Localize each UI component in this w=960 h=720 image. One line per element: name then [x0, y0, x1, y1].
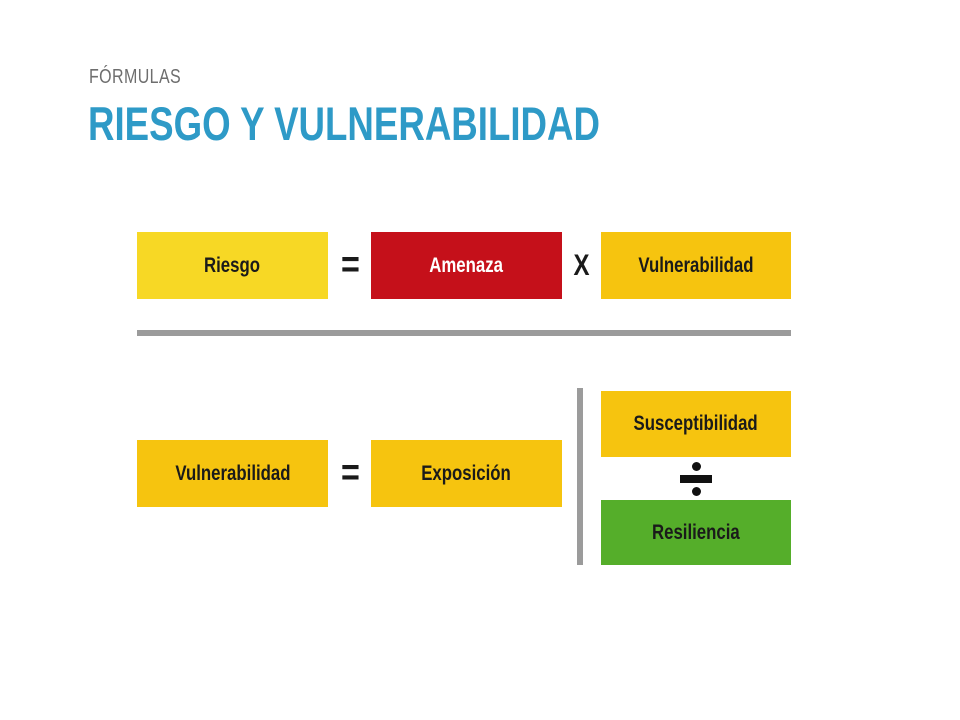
box-exposicion[interactable]: Exposición	[371, 440, 562, 507]
division-dot-bottom	[691, 486, 701, 496]
box-amenaza[interactable]: Amenaza	[371, 232, 562, 299]
multiplication-operator: X	[573, 248, 590, 282]
equals-operator-2: =	[341, 452, 360, 494]
horizontal-divider	[137, 330, 791, 336]
box-vulnerabilidad-result[interactable]: Vulnerabilidad	[137, 440, 328, 507]
box-amenaza-label: Amenaza	[429, 253, 504, 277]
box-vulnerabilidad-term[interactable]: Vulnerabilidad	[601, 232, 791, 299]
page-title: RIESGO Y VULNERABILIDAD	[88, 97, 600, 150]
division-bar	[680, 474, 712, 483]
box-resiliencia[interactable]: Resiliencia	[601, 500, 791, 565]
equals-operator-1: =	[341, 244, 360, 286]
vertical-divider	[577, 388, 583, 565]
box-riesgo[interactable]: Riesgo	[137, 232, 328, 299]
box-resiliencia-label: Resiliencia	[652, 520, 740, 544]
slide-eyebrow: FÓRMULAS	[89, 66, 182, 88]
division-dot-top	[691, 461, 701, 471]
box-vulnerabilidad-result-label: Vulnerabilidad	[174, 461, 291, 485]
box-vulnerabilidad-term-label: Vulnerabilidad	[638, 253, 754, 277]
box-susceptibilidad[interactable]: Susceptibilidad	[601, 391, 791, 457]
box-riesgo-label: Riesgo	[204, 253, 261, 277]
box-susceptibilidad-label: Susceptibilidad	[633, 412, 759, 435]
division-operator: ÷	[601, 457, 791, 500]
box-exposicion-label: Exposición	[421, 461, 512, 485]
